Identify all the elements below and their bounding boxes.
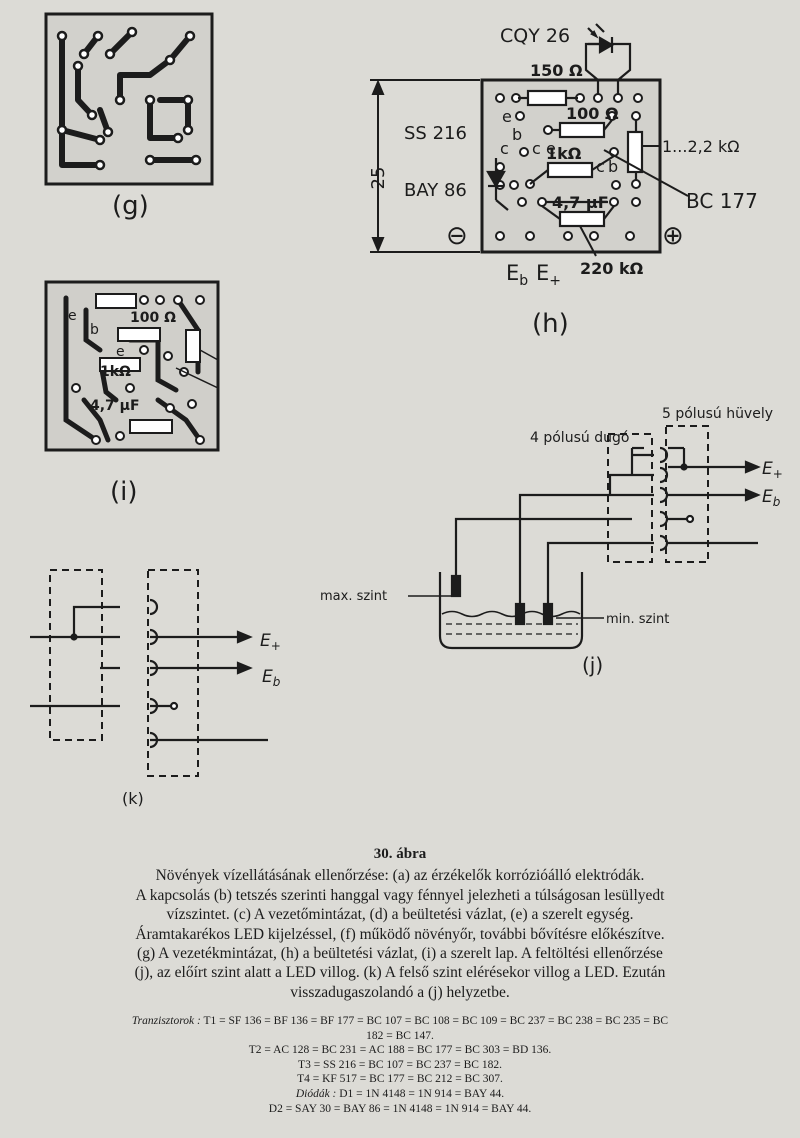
tank: [408, 572, 604, 650]
pcb-components-i: [95, 293, 201, 434]
note-d1: Diódák : D1 = 1N 4148 = 1N 914 = BAY 44.: [295, 1087, 505, 1100]
pcb-traces-g: [59, 29, 199, 168]
k-ep-label: E+: [260, 631, 281, 653]
r-range-label: 1...2,2 kΩ: [662, 137, 739, 156]
i-cap-label: 4,7 μF: [90, 398, 140, 414]
pcb-components-h: [518, 89, 644, 228]
figure-h-label: (h): [532, 309, 569, 339]
caption-line-1: Növények vízellátásának ellenőrzése: (a)…: [155, 867, 645, 885]
component-notes: Tranzisztorok : T1 = SF 136 = BF 136 = B…: [40, 1014, 760, 1116]
ic-label: SS 216: [404, 123, 467, 144]
note-t1b: 182 = BC 147.: [366, 1029, 434, 1042]
minus-terminal: ⊖: [446, 221, 468, 251]
r1k-label: 1kΩ: [546, 144, 582, 163]
i-r100-label: 100 Ω: [130, 310, 176, 326]
caption-line-2: A kapcsolás (b) tetszés szerinti hanggal…: [135, 886, 665, 904]
capacitor-4u7: [558, 210, 606, 228]
assembled-resistor-right: [185, 329, 201, 363]
led-cqy26: [584, 23, 632, 94]
r150-label: 150 Ω: [530, 61, 583, 80]
j-ep-label: E+: [762, 459, 783, 481]
electrode-b: [542, 602, 554, 626]
pin-c-2: c: [532, 139, 541, 158]
connector-pins-k: [30, 598, 268, 749]
leader-lines-i: [175, 349, 219, 389]
socket-label: 5 pólusú hüvely: [662, 406, 773, 422]
connector-pins-j: [630, 446, 761, 552]
r100-label: 100 Ω: [566, 104, 619, 123]
wires-j: [454, 455, 634, 612]
resistor-150: [526, 89, 568, 107]
ep-terminal: E+: [536, 261, 561, 289]
figure-h: 25: [368, 23, 758, 339]
figure-i: e b e 100 Ω 1kΩ 4,7 μF (i): [44, 280, 220, 507]
plug-label: 4 pólusú dugó: [530, 430, 629, 446]
led-label: CQY 26: [500, 25, 570, 47]
pin-e-1: e: [502, 107, 512, 126]
eb-terminal: Eb: [506, 261, 528, 289]
leader-lines-h: [579, 145, 689, 257]
j-eb-label: Eb: [762, 487, 781, 509]
pin-b-1: b: [512, 125, 522, 144]
figure-i-label: (i): [110, 477, 138, 507]
note-t3: T3 = SS 216 = BC 107 = BC 237 = BC 182.: [298, 1058, 502, 1071]
i-pin-b: b: [90, 322, 99, 338]
pcb-holes-i: [71, 295, 205, 445]
resistor-1k: [546, 161, 594, 179]
pcb-pads-g: [56, 26, 202, 171]
pin-c-1: c: [500, 139, 509, 158]
r220k-label: 220 kΩ: [580, 259, 644, 278]
caption-line-7: visszadugaszolandó a (j) helyzetbe.: [290, 983, 510, 1001]
figure-caption: 30. ábra Növények vízellátásának ellenőr…: [30, 845, 770, 1002]
i-pin-e2: e: [116, 344, 125, 360]
figure-j: 5 pólusú hüvely 4 pólusú dugó: [320, 406, 783, 677]
note-t1: Tranzisztorok : T1 = SF 136 = BF 136 = B…: [131, 1015, 669, 1027]
electrode-a: [514, 602, 526, 626]
figure-g: (g): [44, 12, 214, 221]
caption-line-5: (g) A vezetékmintázat, (h) a beültetési …: [137, 945, 663, 963]
assembled-resistor-1k: [99, 357, 141, 372]
resistor-100: [558, 121, 606, 139]
dimension-line-25: [370, 79, 480, 253]
k-eb-label: Eb: [262, 667, 281, 689]
i-pin-e: e: [68, 308, 77, 324]
note-t4: T4 = KF 517 = BC 177 = BC 212 = BC 307.: [297, 1073, 503, 1086]
caption-line-6: (j), az előírt szint alatt a LED villog.…: [134, 964, 666, 982]
pin-e-2: e: [546, 139, 556, 158]
figure-g-label: (g): [112, 191, 149, 221]
assembled-cap: [129, 419, 173, 434]
i-r1k-label: 1kΩ: [100, 364, 131, 380]
assembled-resistor-100: [117, 327, 161, 342]
diode-label: BAY 86: [404, 180, 467, 201]
connector-boxes-k: [49, 569, 199, 777]
caption-line-3: vízszintet. (c) A vezetőmintázat, (d) a …: [166, 906, 634, 924]
dimension-value: 25: [368, 167, 389, 190]
assembled-resistor-top: [95, 293, 137, 309]
caption-line-4: Áramtakarékos LED kijelzéssel, (f) működ…: [135, 925, 665, 943]
figure-j-label: (j): [582, 653, 603, 677]
plus-terminal: ⊕: [662, 221, 684, 251]
figure-k-label: (k): [122, 789, 144, 808]
cap-label: 4,7 μF: [552, 193, 609, 212]
pin-b-2: b: [608, 157, 618, 176]
caption-title: 30. ábra: [373, 846, 427, 862]
transistor-label: BC 177: [686, 189, 758, 213]
note-t2: T2 = AC 128 = BC 231 = AC 188 = BC 177 =…: [248, 1044, 552, 1057]
electrode-max: [450, 574, 462, 598]
max-level-label: max. szint: [320, 589, 387, 604]
note-d2: D2 = SAY 30 = BAY 86 = 1N 4148 = 1N 914 …: [268, 1102, 532, 1115]
min-level-label: min. szint: [606, 612, 669, 627]
pin-c-3: c: [596, 157, 605, 176]
diode-bay86: [486, 158, 509, 211]
